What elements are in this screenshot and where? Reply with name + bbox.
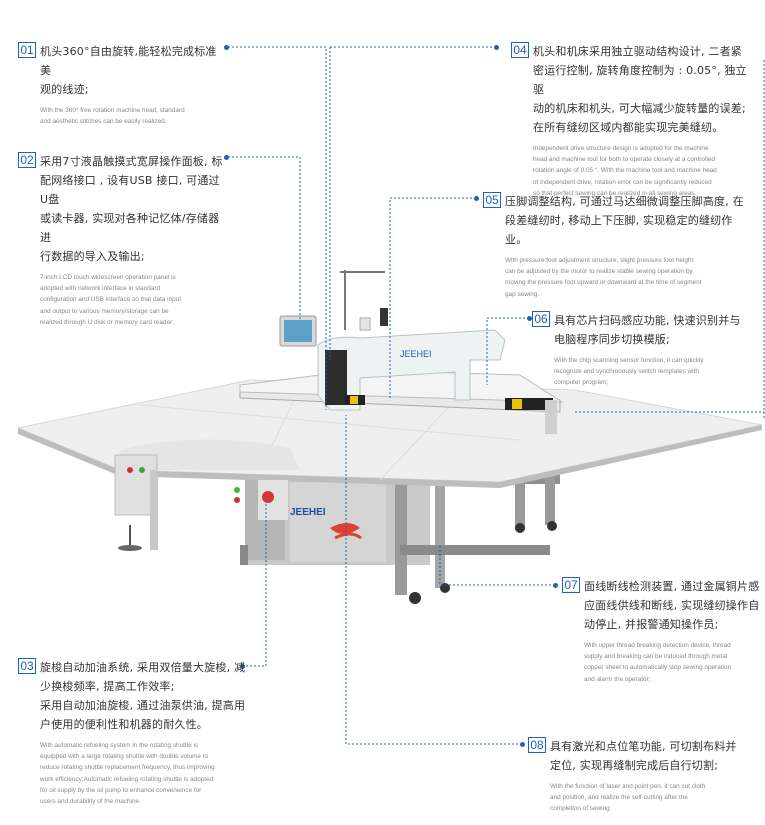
leader-dot-07 [553,583,558,588]
feature-number: 02 [18,152,36,168]
feature-06: 06 具有芯片扫码感应功能, 快速识别并与 电脑程序同步切换模版; With t… [532,311,752,389]
feature-text-zh: 机头360°自由旋转,能轻松完成标准美 观的线迹; [40,45,217,96]
leader-dot-02 [224,155,229,160]
control-box [114,454,158,551]
feature-number: 04 [511,42,529,58]
feature-number: 05 [483,192,501,208]
leader-dot-05 [474,196,479,201]
work-table [16,379,763,488]
feature-03: 03 旋梭自动加油系统, 采用双倍量大旋梭, 减 少换梭频率, 提高工作效率; … [18,658,253,807]
feature-text-en: With the 360° free rotation machine head… [40,107,185,126]
feature-05: 05 压脚调整结构, 可通过马达细微调整压脚高度, 在 段差缝纫时, 移动上下压… [483,192,753,300]
feature-text-zh: 具有芯片扫码感应功能, 快速识别并与 电脑程序同步切换模版; [554,314,741,346]
feature-text-en: 7-inch LCD touch widescreen operation pa… [40,274,182,326]
feature-number: 01 [18,42,36,58]
feature-text-en: Independent drive structure design is ad… [533,145,717,197]
feature-text-zh: 采用7寸液晶触摸式宽屏操作面板, 标 配网络接口 , 设有USB 接口, 可通过… [40,155,223,263]
feature-text-zh: 压脚调整结构, 可通过马达细微调整压脚高度, 在 段差缝纫时, 移动上下压脚, … [505,195,744,246]
feature-text-zh: 机头和机床采用独立驱动结构设计, 二者紧 密运行控制, 旋转角度控制为 : 0.… [533,45,747,134]
feature-number: 03 [18,658,36,674]
feature-02: 02 采用7寸液晶触摸式宽屏操作面板, 标 配网络接口 , 设有USB 接口, … [18,152,223,328]
feature-text-zh: 具有激光和点位笔功能, 可切割布料并 定位, 实现再缝制完成后自行切割; [550,740,737,772]
feature-text-zh: 面线断线检测装置, 通过金属铜片感 应面线供线和断线, 实现缝纫操作自 动停止,… [584,580,760,631]
feature-text-en: With pressure foot adjustment structure,… [505,257,702,298]
feature-text-en: With automatic refueling system in the r… [40,742,215,806]
feature-text-en: With the chip scanning sensor function, … [554,357,704,387]
feature-text-en: With upper thread breaking detection dev… [584,642,732,683]
feature-04: 04 机头和机床采用独立驱动结构设计, 二者紧 密运行控制, 旋转角度控制为 :… [511,42,751,199]
feature-07: 07 面线断线检测装置, 通过金属铜片感 应面线供线和断线, 实现缝纫操作自 动… [562,577,760,685]
machine-frame [240,468,560,604]
leader-dot-08 [520,742,525,747]
leader-dot-03 [240,664,245,669]
feature-text-zh: 旋梭自动加油系统, 采用双倍量大旋梭, 减 少换梭频率, 提高工作效率; 采用自… [40,661,246,731]
leader-dot-06 [527,316,532,321]
feature-text-en: With the function of laser and point pen… [550,783,706,813]
brand-label-head: JEEHEI [400,349,432,359]
sewing-head [317,270,506,411]
brand-label-cabinet: JEEHEI [290,507,326,518]
lcd-panel [279,315,317,347]
leader-dot-04 [494,45,499,50]
feature-08: 08 具有激光和点位笔功能, 可切割布料并 定位, 实现再缝制完成后自行切割; … [528,737,753,815]
feature-number: 06 [532,311,550,327]
feature-number: 07 [562,577,580,593]
feature-number: 08 [528,737,546,753]
front-panel [234,480,362,540]
leader-dot-01 [224,45,229,50]
feature-01: 01 机头360°自由旋转,能轻松完成标准美 观的线迹; With the 36… [18,42,223,127]
